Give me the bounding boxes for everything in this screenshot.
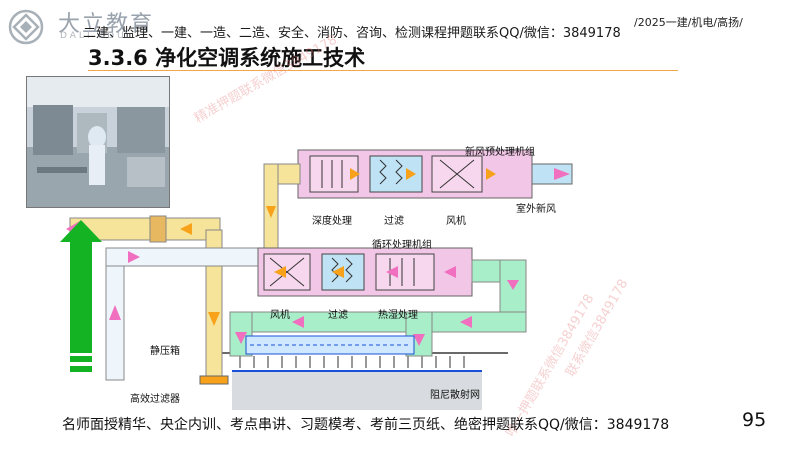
title-underline [88, 70, 678, 71]
label-circulation-unit: 循环处理机组 [372, 240, 432, 251]
label-filter-top: 过滤 [384, 216, 404, 227]
logo-subtitle: DALI EDU [60, 31, 127, 41]
label-damper-diffuser: 阻尼散射网 [430, 390, 480, 401]
label-outdoor-air: 室外新风 [516, 204, 556, 215]
outdoor-air-inlet [531, 163, 573, 185]
label-heat-humidity: 热湿处理 [378, 310, 418, 321]
course-path: /2025一建/机电/高扬/ [634, 16, 743, 29]
label-fan: 风机 [270, 310, 290, 321]
label-filter: 过滤 [328, 310, 348, 321]
label-static-pressure-box: 静压箱 [150, 346, 180, 357]
slide-title: 3.3.6 净化空调系统施工技术 [88, 46, 366, 70]
logo-text: 大立教育 [58, 12, 155, 37]
contact-banner-bottom: 名师面授精华、央企内训、考点串讲、习题模考、考前三页纸、绝密押题联系QQ/微信：… [62, 417, 670, 433]
hepa-filter [199, 375, 229, 385]
label-fan-top: 风机 [446, 216, 466, 227]
exhaust-arrow [70, 238, 92, 353]
label-deep-treatment: 深度处理 [312, 216, 352, 227]
label-fresh-air-unit: 新风预处理机组 [465, 147, 535, 158]
purification-ac-diagram [60, 149, 573, 410]
cleanroom-photo [26, 76, 170, 208]
contact-banner-top: 二建、监理、一建、一造、二造、安全、消防、咨询、检测课程押题联系QQ/微信：38… [83, 26, 621, 41]
label-hepa-filter: 高效过滤器 [130, 394, 180, 405]
dali-logo-icon [8, 9, 44, 45]
clean-room-area [232, 370, 482, 410]
page-number: 95 [742, 409, 767, 431]
